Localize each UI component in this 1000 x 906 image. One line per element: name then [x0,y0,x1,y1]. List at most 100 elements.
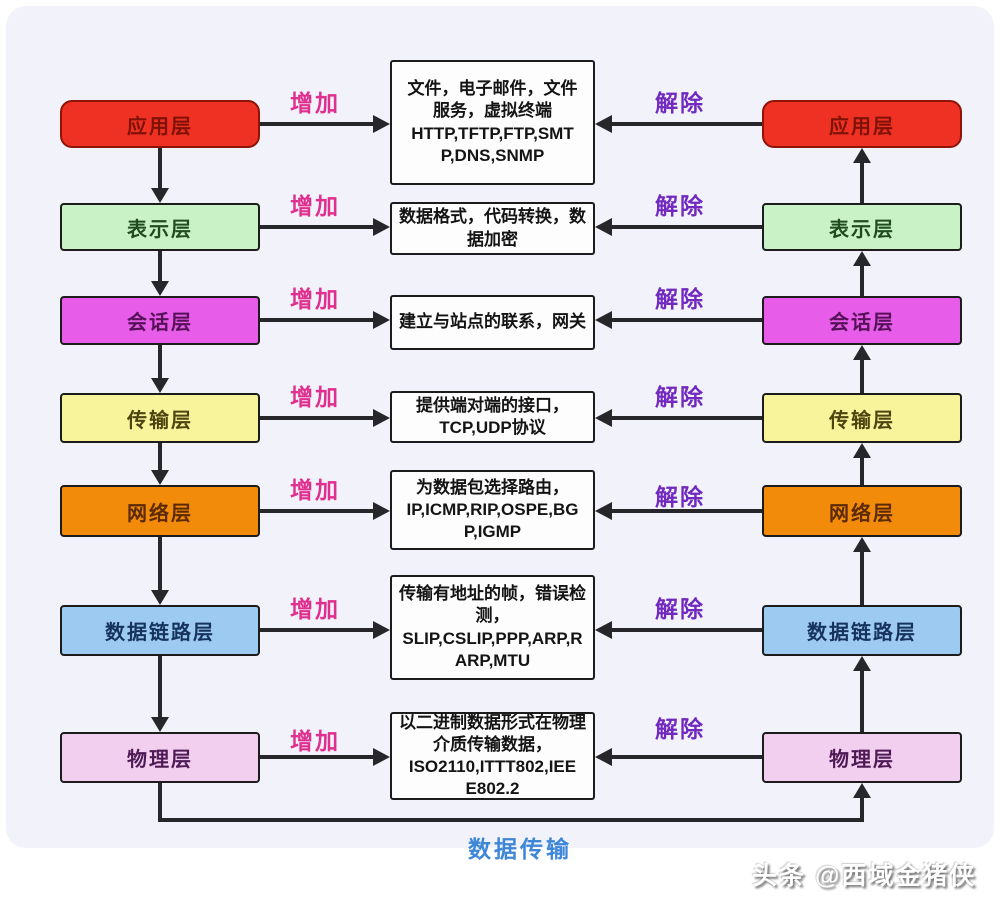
arrow-left-icon [595,621,612,639]
arrow-line [260,509,374,513]
arrow-line [860,458,864,485]
layer-label: 物理层 [127,749,193,771]
add-label: 增加 [290,286,340,312]
desc-text: 文件，电子邮件，文件 服务，虚拟终端 HTTP,TFTP,FTP,SMT P,D… [407,79,578,165]
desc-box-physical: 以二进制数据形式在物理 介质传输数据， ISO2110,ITTT802,IEE … [390,712,595,800]
watermark: 头条 @西域金猪侠 [752,862,977,890]
layer-label: 网络层 [127,502,193,525]
layer-box-network-left: 网络层 [60,485,260,537]
layer-label: 应用层 [127,115,193,138]
desc-box-network: 为数据包选择路由， IP,ICMP,RIP,OSPE,BG P,IGMP [390,470,595,550]
arrow-line [260,225,374,229]
layer-label: 传输层 [127,409,193,432]
layer-label: 表示层 [127,218,193,241]
layer-box-presentation-right: 表示层 [762,203,962,251]
arrow-line [260,122,374,126]
arrow-line [158,251,162,282]
arrow-line [260,628,374,632]
arrow-right-icon [373,311,390,329]
layer-label: 物理层 [829,749,895,771]
data-transmission-label: 数据传输 [468,836,572,862]
remove-label: 解除 [655,384,705,410]
bottom-path-line [158,783,162,820]
layer-box-transport-left: 传输层 [60,393,260,443]
layer-label: 数据链路层 [105,622,215,644]
arrow-line [860,552,864,605]
arrow-left-icon [595,115,612,133]
remove-label: 解除 [655,90,705,116]
desc-text: 传输有地址的帧，错误检 测， SLIP,CSLIP,PPP,ARP,R ARP,… [399,584,586,670]
arrow-line [860,671,864,732]
arrow-down-icon [151,590,169,605]
arrow-up-icon [853,656,871,671]
arrow-right-icon [373,218,390,236]
add-label: 增加 [290,477,340,503]
add-label: 增加 [290,596,340,622]
arrow-line [612,225,762,229]
add-label: 增加 [290,384,340,410]
layer-label: 表示层 [829,218,895,241]
arrow-up-icon [853,345,871,360]
arrow-line [260,755,374,759]
layer-box-session-left: 会话层 [60,296,260,345]
arrow-line [158,656,162,718]
arrow-down-icon [151,717,169,732]
arrow-line [612,509,762,513]
layer-label: 会话层 [127,312,193,334]
arrow-line [260,416,374,420]
arrow-line [158,148,162,189]
layer-label: 网络层 [829,502,895,525]
bottom-path-line [158,818,864,822]
arrow-line [612,416,762,420]
arrow-right-icon [373,502,390,520]
arrow-right-icon [373,409,390,427]
arrow-line [860,266,864,296]
add-label: 增加 [290,90,340,116]
remove-label: 解除 [655,596,705,622]
desc-text: 建立与站点的联系，网关 [399,312,586,332]
arrow-down-icon [151,281,169,296]
add-label: 增加 [290,193,340,219]
arrow-line [612,122,762,126]
arrow-line [158,537,162,591]
arrow-line [612,755,762,759]
remove-label: 解除 [655,484,705,510]
arrow-line [158,443,162,471]
layer-label: 传输层 [829,409,895,432]
arrow-left-icon [595,409,612,427]
arrow-up-icon [853,537,871,552]
layer-box-datalink-right: 数据链路层 [762,605,962,656]
layer-label: 数据链路层 [807,622,917,644]
arrow-left-icon [595,218,612,236]
layer-label: 会话层 [829,312,895,334]
layer-label: 应用层 [829,115,895,138]
desc-box-transport: 提供端对端的接口， TCP,UDP协议 [390,391,595,443]
layer-box-datalink-left: 数据链路层 [60,605,260,656]
desc-box-application: 文件，电子邮件，文件 服务，虚拟终端 HTTP,TFTP,FTP,SMT P,D… [390,60,595,185]
arrow-left-icon [595,748,612,766]
arrow-right-icon [373,748,390,766]
arrow-down-icon [151,378,169,393]
arrow-line [860,360,864,393]
layer-box-network-right: 网络层 [762,485,962,537]
arrow-down-icon [151,470,169,485]
desc-text: 提供端对端的接口， TCP,UDP协议 [416,395,569,437]
arrow-down-icon [151,188,169,203]
arrow-right-icon [373,621,390,639]
arrow-line [260,318,374,322]
bottom-path-line [860,798,864,820]
layer-box-application-left: 应用层 [60,100,260,148]
arrow-up-icon [853,783,871,798]
layer-box-presentation-left: 表示层 [60,203,260,251]
arrow-up-icon [853,251,871,266]
desc-text: 为数据包选择路由， IP,ICMP,RIP,OSPE,BG P,IGMP [406,477,579,542]
arrow-up-icon [853,148,871,163]
layer-box-physical-right: 物理层 [762,732,962,783]
desc-box-presentation: 数据格式，代码转换，数 据加密 [390,202,595,255]
layer-box-session-right: 会话层 [762,296,962,345]
desc-text: 数据格式，代码转换，数 据加密 [399,207,586,249]
arrow-up-icon [853,443,871,458]
arrow-line [612,628,762,632]
layer-box-transport-right: 传输层 [762,393,962,443]
